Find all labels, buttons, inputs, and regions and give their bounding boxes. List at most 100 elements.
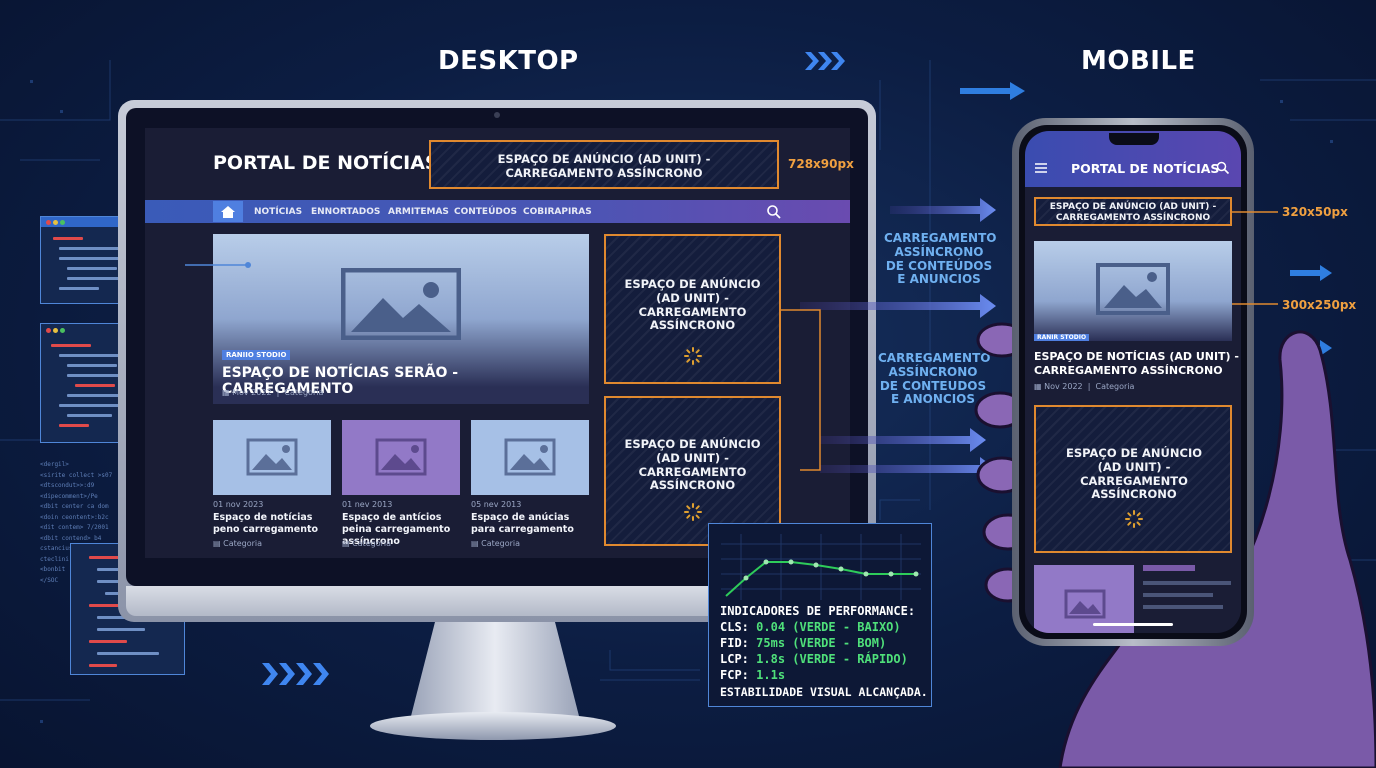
- hero-badge: RANIIO STODIO: [222, 350, 291, 360]
- webcam-dot: [494, 112, 500, 118]
- desktop-top-ad: ESPAÇO DE ANÚNCIO (AD UNIT) - CARREGAMEN…: [429, 140, 779, 189]
- hero-title: ESPAÇO DE NOTÍCIAS SERÃO - CARREGAMENTO: [222, 365, 459, 397]
- card-thumb-2: [342, 420, 460, 495]
- metric-fcp: FCP: 1.1s: [720, 668, 786, 682]
- card-date-1: 01 nov 2023: [213, 500, 264, 509]
- image-placeholder-icon: [504, 438, 556, 476]
- mobile-top-ad-text: ESPAÇO DE ANÚNCIO (AD UNIT) - CARREGAMEN…: [1049, 202, 1217, 223]
- mobile-ad-text: ESPAÇO DE ANÚNCIO (AD UNIT) - CARREGAMEN…: [1065, 446, 1203, 502]
- card-category-1: ▤ Categoria: [213, 539, 263, 548]
- loading-spinner-icon: [684, 347, 702, 365]
- flow-arrows: [780, 198, 996, 481]
- calendar-icon: ▦: [1034, 382, 1045, 391]
- desktop-top-ad-text: ESPAÇO DE ANÚNCIO (AD UNIT) - CARREGAMEN…: [497, 152, 711, 180]
- hero-date: Mov 2022: [232, 388, 272, 397]
- news-card-1[interactable]: 01 nov 2023 Espaço de notícias peno carr…: [213, 420, 331, 550]
- desktop-side-ad-1: ESPAÇO DE ANÚNCIO (AD UNIT) - CARREGAMEN…: [604, 234, 781, 384]
- code-text-line: <dtscondut>>:d9: [40, 482, 95, 489]
- news-card-2[interactable]: 01 nev 2013 Espaço de antícios peina car…: [342, 420, 460, 550]
- folder-icon: ▤: [213, 539, 224, 548]
- card-thumb-3: [471, 420, 589, 495]
- image-placeholder-icon: [246, 438, 298, 476]
- mobile-heading: MOBILE: [1081, 46, 1196, 76]
- nav-item-noticias[interactable]: NOTÍCIAS: [254, 207, 303, 217]
- desktop-hero[interactable]: RANIIO STODIO ESPAÇO DE NOTÍCIAS SERÃO -…: [213, 234, 589, 404]
- image-placeholder-icon: [375, 438, 427, 476]
- code-text-line: <bonbit: [40, 566, 66, 573]
- metric-lcp: LCP: 1.8s (VERDE - RÁPIDO): [720, 652, 908, 666]
- monitor-base: [370, 712, 616, 740]
- nav-item-ennortados[interactable]: ENNORTADOS: [311, 207, 381, 217]
- hero-category: Categoria: [284, 388, 324, 397]
- mobile-card-line: [1143, 581, 1231, 585]
- hamburger-menu-icon[interactable]: [1034, 162, 1048, 174]
- search-icon[interactable]: [1216, 161, 1230, 175]
- code-text-line: <dbit center ca dom: [40, 503, 109, 510]
- home-icon: [221, 206, 235, 218]
- mobile-meta: ▦ Nov 2022 | Categoria: [1034, 382, 1135, 391]
- image-placeholder-icon: [1096, 263, 1170, 315]
- card-category-3: ▤ Categoria: [471, 539, 521, 548]
- code-text-line: cteclini: [40, 555, 69, 563]
- loading-spinner-icon: [684, 503, 702, 521]
- performance-title: INDICADORES DE PERFORMANCE:: [720, 604, 916, 618]
- folder-icon: ▤: [471, 539, 482, 548]
- code-snippet-text: <dergil> <sirite collect >s07 <dtscondut>>…: [40, 460, 120, 595]
- card-title-3: Espaço de anúcias para carregamento: [471, 512, 574, 535]
- desktop-portal-title: PORTAL DE NOTÍCIAS: [213, 152, 439, 174]
- code-text-line: </SOC: [40, 576, 59, 584]
- code-text-line: cstanciusir: [40, 545, 80, 552]
- performance-panel: INDICADORES DE PERFORMANCE: CLS: 0.04 (V…: [708, 523, 932, 707]
- size-callout-lines: [1232, 211, 1278, 305]
- performance-chart: [721, 534, 921, 600]
- flow-label-1: CARREGAMENTO ASSÍNCRONO DE CONTEÚDOS E A…: [884, 231, 997, 287]
- code-text-line: <sirite collect >s07: [40, 471, 113, 479]
- phone-notch: [1109, 133, 1159, 145]
- mobile-card-line: [1143, 565, 1195, 571]
- search-icon[interactable]: [766, 204, 782, 220]
- monitor-stand: [410, 620, 580, 720]
- mobile-card-line: [1143, 605, 1223, 609]
- card-date-2: 01 nev 2013: [342, 500, 393, 509]
- code-text-line: <dit contem> 7/2001: [40, 524, 109, 531]
- code-text-line: <doin ceontent>:b2c: [40, 513, 109, 521]
- card-category-2: ▤ Categoria: [342, 539, 392, 548]
- code-connector: [185, 262, 251, 268]
- mobile-article-title: ESPAÇO DE NOTÍCIAS (AD UNIT) - CARREGAME…: [1034, 350, 1239, 377]
- code-text-line: <dipecomment>/Pe: [40, 492, 98, 500]
- mobile-card-line: [1143, 593, 1213, 597]
- home-indicator: [1093, 623, 1173, 626]
- nav-home-button[interactable]: [213, 201, 243, 222]
- flow-label-2: CARREGAMENTO ASSÍNCRONO DE CONTEUDOS E A…: [878, 351, 991, 407]
- card-title-1: Espaço de notícias peno carregamento: [213, 512, 319, 535]
- card-title-2: Espaço de antícios peina carregamento as…: [342, 512, 451, 547]
- loading-spinner-icon: [1125, 510, 1143, 528]
- desktop-side-ad-2: ESPAÇO DE ANÚNCIO (AD UNIT) - CARREGAMEN…: [604, 396, 781, 546]
- nav-item-armitemas[interactable]: ARMITEMAS: [388, 207, 449, 217]
- side-ad-1-text: ESPAÇO DE ANÚNCIO (AD UNIT) - CARREGAMEN…: [624, 277, 761, 333]
- mobile-ad: ESPAÇO DE ANÚNCIO (AD UNIT) - CARREGAMEN…: [1034, 405, 1232, 553]
- side-ad-2-text: ESPAÇO DE ANÚNCIO (AD UNIT) - CARREGAMEN…: [624, 437, 761, 493]
- mobile-hero[interactable]: [1034, 241, 1232, 341]
- metric-fid: FID: 75ms (VERDE - BOM): [720, 636, 887, 650]
- nav-item-cobirapiras[interactable]: COBIRAPIRAS: [523, 207, 592, 217]
- folder-icon: ▤: [342, 539, 353, 548]
- hero-meta: ▦ Mov 2022 | Categoria: [222, 388, 324, 397]
- mobile-badge: RANIR STODIO: [1034, 334, 1090, 341]
- card-thumb-1: [213, 420, 331, 495]
- desktop-nav-bar: NOTÍCIAS ENNORTADOS ARMITEMAS CONTEÚDOS …: [145, 200, 850, 223]
- calendar-icon: ▦: [222, 388, 233, 397]
- mobile-top-ad-size: 320x50px: [1282, 205, 1348, 219]
- performance-footer: ESTABILIDADE VISUAL ALCANÇADA.: [720, 685, 928, 699]
- card-date-3: 05 nev 2013: [471, 500, 522, 509]
- mobile-portal-title: PORTAL DE NOTÍCIAS: [1071, 161, 1220, 176]
- desktop-screen: PORTAL DE NOTÍCIAS ESPAÇO DE ANÚNCIO (AD…: [145, 128, 854, 558]
- metric-cls: CLS: 0.04 (VERDE - BAIXO): [720, 620, 901, 634]
- code-text-line: <dergil>: [40, 461, 69, 468]
- mobile-top-ad: ESPAÇO DE ANÚNCIO (AD UNIT) - CARREGAMEN…: [1034, 197, 1232, 226]
- image-placeholder-icon: [1064, 589, 1106, 619]
- mobile-card-thumb[interactable]: [1034, 565, 1134, 633]
- news-card-3[interactable]: 05 nev 2013 Espaço de anúcias para carre…: [471, 420, 589, 550]
- nav-item-conteudos[interactable]: CONTEÚDOS: [454, 207, 517, 217]
